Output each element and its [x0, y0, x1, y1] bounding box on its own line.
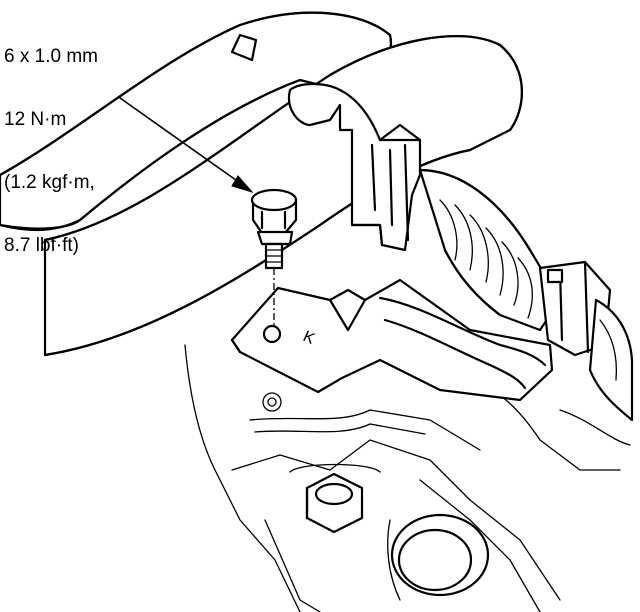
hex-bolt-lower — [289, 463, 381, 534]
ribbed-hose — [418, 168, 634, 422]
torque-nm-text: 12 N·m — [4, 109, 67, 130]
torque-lbfft-text: 8.7 lbf·ft) — [4, 235, 79, 256]
bolt-size-text: 6 x 1.0 mm — [4, 46, 98, 67]
torque-kgfm-text: (1.2 kgf·m, — [4, 172, 95, 193]
engine-block — [184, 344, 631, 612]
torque-spec-callout: 6 x 1.0 mm 12 N·m (1.2 kgf·m, 8.7 lbf·ft… — [4, 4, 98, 298]
mounting-bolt — [250, 188, 298, 270]
callout-leader — [119, 97, 254, 193]
hose-clip — [287, 82, 422, 252]
mounting-bracket: K — [230, 278, 554, 402]
round-cap — [387, 513, 490, 601]
